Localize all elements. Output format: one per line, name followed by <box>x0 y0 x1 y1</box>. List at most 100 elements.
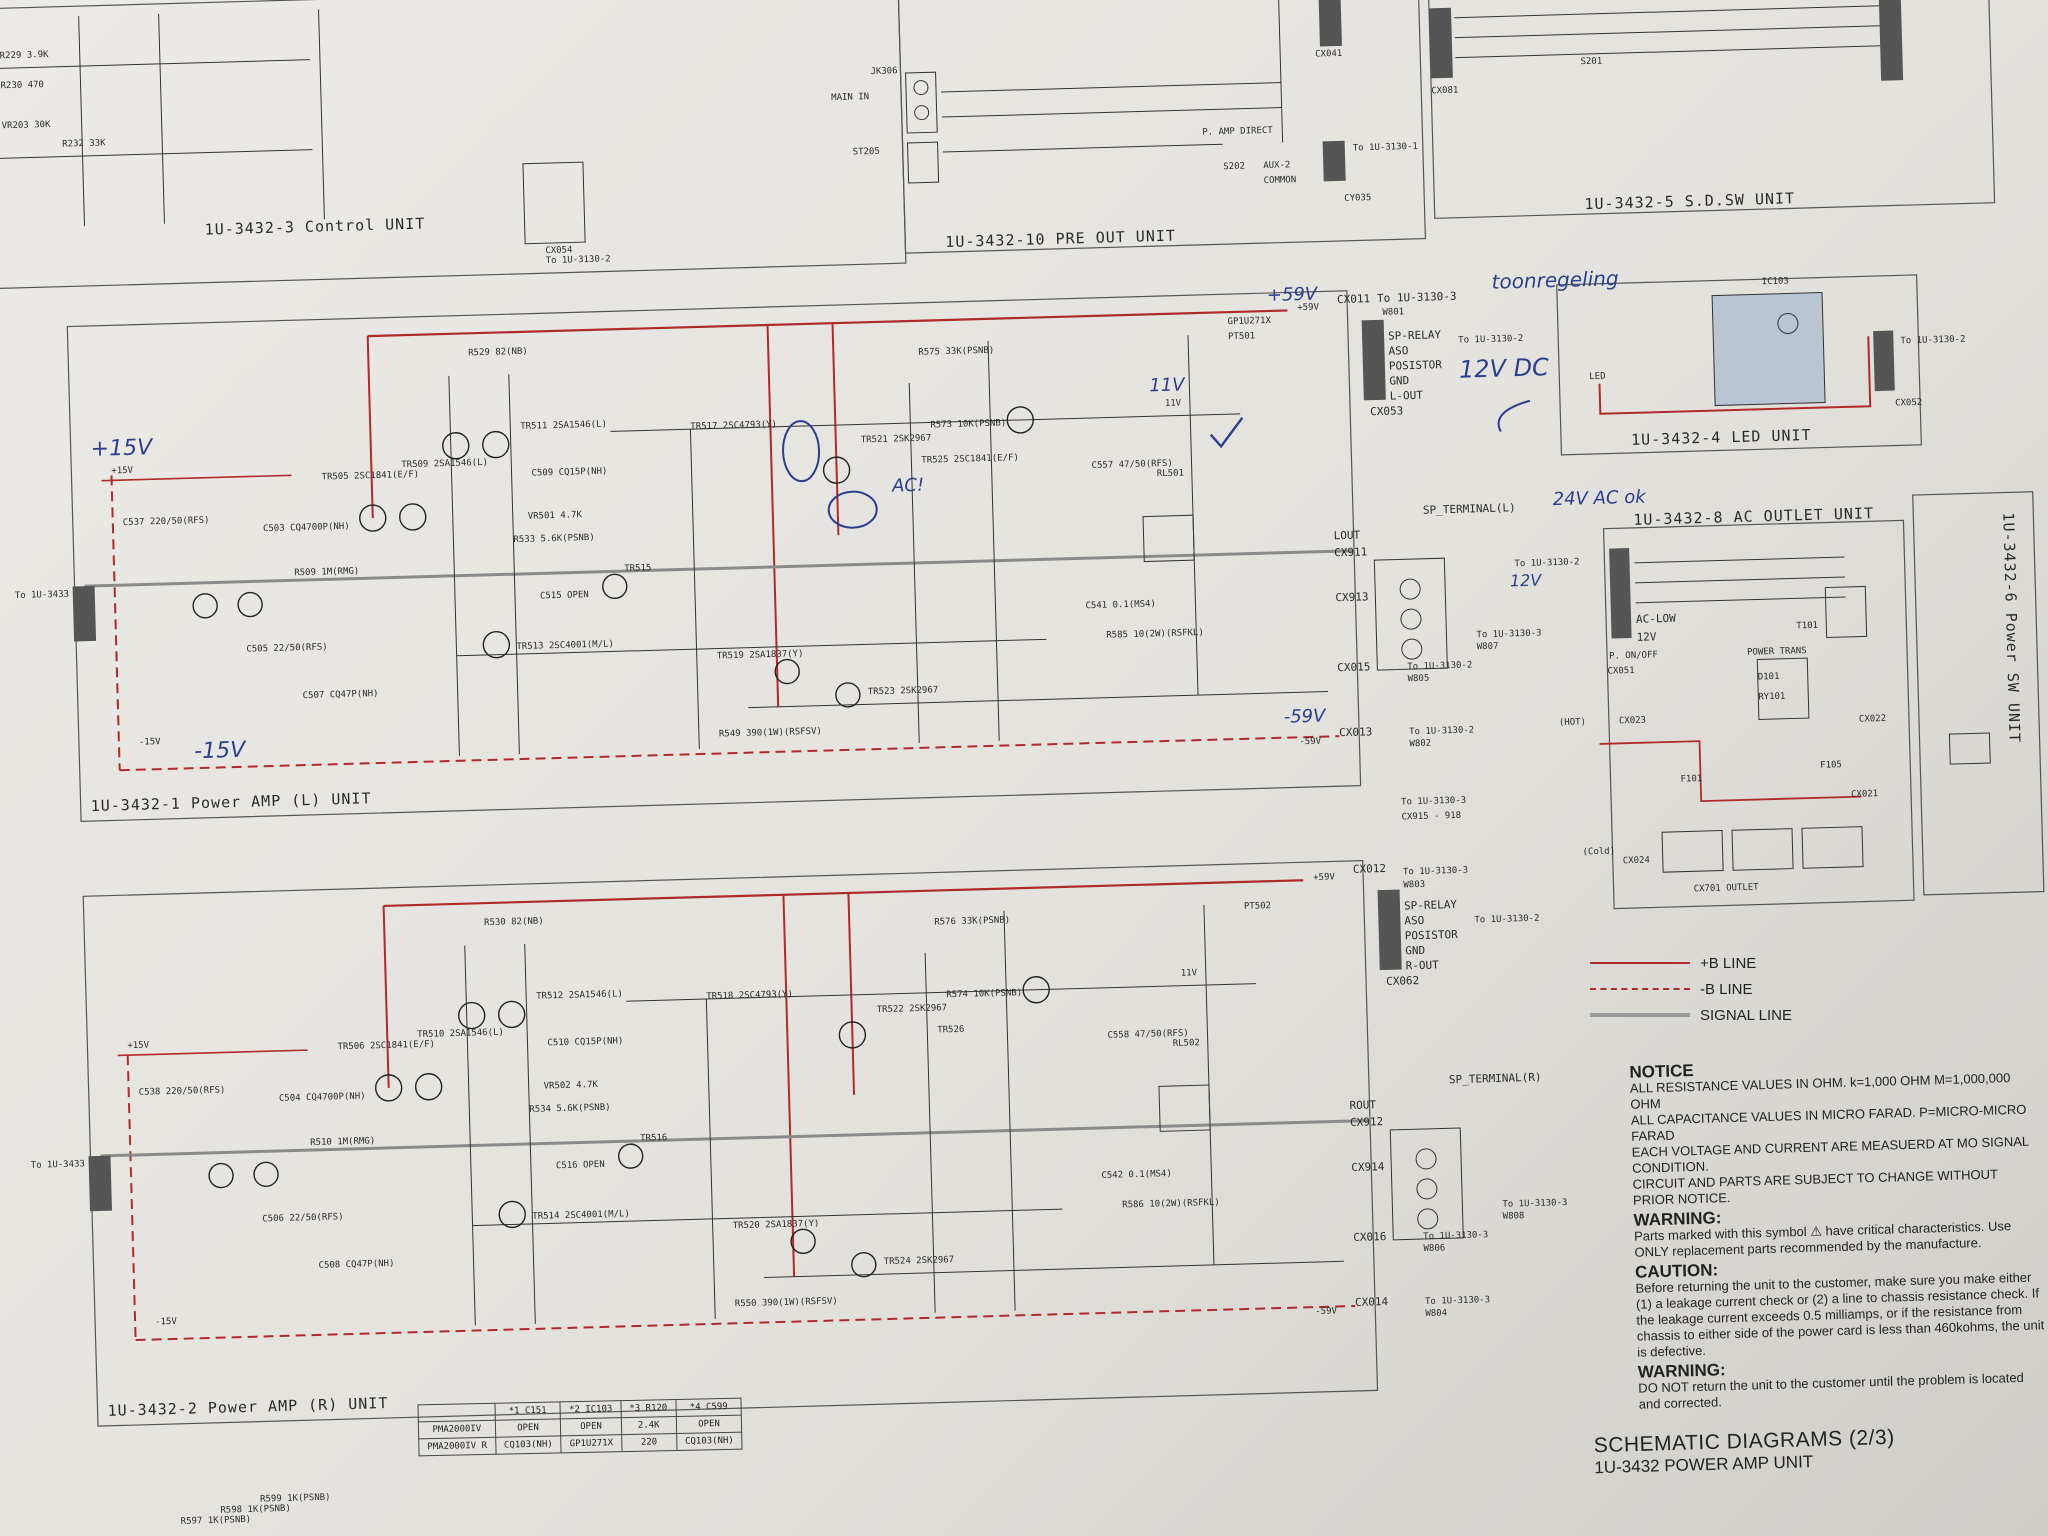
title-block: SCHEMATIC DIAGRAMS (2/3) 1U-3432 POWER A… <box>1593 1426 1895 1478</box>
svg-text:ASO: ASO <box>1404 914 1424 928</box>
svg-text:TR509 2SA1546(L): TR509 2SA1546(L) <box>401 458 488 470</box>
amp-l-component-labels: R529 82(NB) C509 CQ15P(NH) VR501 4.7K R5… <box>123 331 1256 740</box>
power-amp-r-label: 1U-3432-2 Power AMP (R) UNIT <box>107 1394 388 1420</box>
svg-text:R230 470: R230 470 <box>0 80 44 91</box>
svg-text:+15V: +15V <box>90 435 154 462</box>
svg-text:R586 10(2W)(RSFKL): R586 10(2W)(RSFKL) <box>1122 1198 1220 1211</box>
svg-text:W806: W806 <box>1423 1243 1445 1254</box>
svg-text:TR519 2SA1837(Y): TR519 2SA1837(Y) <box>717 649 804 661</box>
svg-text:R232 33K: R232 33K <box>62 138 106 149</box>
svg-text:CX021: CX021 <box>1851 789 1878 800</box>
svg-text:+15V: +15V <box>127 1041 150 1052</box>
svg-text:To 1U-3130-2: To 1U-3130-2 <box>1900 335 1965 347</box>
svg-text:LED: LED <box>1589 372 1606 382</box>
svg-text:LOUT: LOUT <box>1333 529 1360 543</box>
svg-text:AC-LOW: AC-LOW <box>1636 612 1676 626</box>
svg-text:TR506 2SC1841(E/F): TR506 2SC1841(E/F) <box>337 1040 435 1053</box>
svg-text:ROUT: ROUT <box>1349 1098 1376 1112</box>
amp-l-transistor-labels: TR509 2SA1546(L) TR511 2SA1546(L) TR517 … <box>321 420 1019 698</box>
svg-text:C516 OPEN: C516 OPEN <box>556 1160 605 1171</box>
svg-text:F105: F105 <box>1820 760 1842 771</box>
power-amp-l-block: 1U-3432-1 Power AMP (L) UNIT CX011 To 1U… <box>15 290 1542 822</box>
svg-text:(Cold): (Cold) <box>1582 847 1615 858</box>
svg-text:C537 220/50(RFS): C537 220/50(RFS) <box>123 516 210 528</box>
svg-text:To 1U-3130-3: To 1U-3130-3 <box>1403 866 1468 878</box>
svg-text:R598 1K(PSNB): R598 1K(PSNB) <box>220 1504 291 1516</box>
svg-text:CX012: CX012 <box>1353 862 1386 876</box>
svg-text:CX051: CX051 <box>1607 666 1634 677</box>
svg-text:To 1U-3433: To 1U-3433 <box>15 590 69 602</box>
svg-text:TR515: TR515 <box>624 563 651 574</box>
svg-text:POSISTOR: POSISTOR <box>1405 928 1459 942</box>
svg-text:C557 47/50(RFS): C557 47/50(RFS) <box>1091 459 1173 471</box>
pre-out-unit-block: MAIN IN JK306 ST205 P. AMP DIRECT S202 A… <box>831 0 1426 254</box>
bottom-parts: R597 1K(PSNB) R598 1K(PSNB) R599 1K(PSNB… <box>181 1493 331 1527</box>
svg-text:CX081: CX081 <box>1431 86 1458 97</box>
svg-text:TR517 2SC4793(Y): TR517 2SC4793(Y) <box>690 420 777 432</box>
svg-text:R229 3.9K: R229 3.9K <box>0 50 49 61</box>
control-unit-label: 1U-3432-3 Control UNIT <box>204 215 425 239</box>
svg-text:R-OUT: R-OUT <box>1405 958 1439 972</box>
svg-text:R529 82(NB): R529 82(NB) <box>468 347 528 359</box>
svg-text:RL501: RL501 <box>1157 468 1184 479</box>
svg-text:CX062: CX062 <box>1386 974 1419 988</box>
svg-text:ST205: ST205 <box>853 147 880 158</box>
svg-text:To 1U-3130-3: To 1U-3130-3 <box>1425 1295 1490 1307</box>
svg-text:W803: W803 <box>1403 880 1425 891</box>
svg-text:C503 CQ4700P(NH): C503 CQ4700P(NH) <box>263 522 350 534</box>
amp-r-component-labels: R530 82(NB) C510 CQ15P(NH) VR502 4.7K R5… <box>139 901 1272 1309</box>
svg-text:W808: W808 <box>1503 1211 1525 1222</box>
svg-text:CX022: CX022 <box>1859 714 1886 725</box>
svg-text:MAIN IN: MAIN IN <box>831 92 869 103</box>
svg-text:TR511 2SA1546(L): TR511 2SA1546(L) <box>520 420 607 432</box>
svg-text:CX915 - 918: CX915 - 918 <box>1401 811 1461 823</box>
svg-text:-59V: -59V <box>1283 706 1327 728</box>
svg-text:C538 220/50(RFS): C538 220/50(RFS) <box>139 1085 226 1097</box>
svg-text:P. ON/OFF: P. ON/OFF <box>1609 650 1658 661</box>
svg-text:-15V: -15V <box>139 737 162 748</box>
svg-text:S201: S201 <box>1580 57 1602 68</box>
svg-text:W805: W805 <box>1408 674 1430 685</box>
svg-text:SP_TERMINAL(R): SP_TERMINAL(R) <box>1449 1071 1542 1087</box>
svg-text:12V: 12V <box>1510 570 1543 590</box>
power-amp-l-label: 1U-3432-1 Power AMP (L) UNIT <box>90 789 371 815</box>
svg-text:TR514 2SC4001(M/L): TR514 2SC4001(M/L) <box>532 1209 630 1222</box>
svg-text:To 1U-3130-2: To 1U-3130-2 <box>1474 914 1539 926</box>
control-unit-block: 1U-3432-3 Control UNIT R229 3.9K R230 47… <box>0 0 907 290</box>
svg-text:R549 390(1W)(RSFSV): R549 390(1W)(RSFSV) <box>719 727 822 740</box>
pre-out-unit-label: 1U-3432-10 PRE OUT UNIT <box>945 227 1176 251</box>
svg-text:CX011: CX011 <box>1337 292 1370 306</box>
svg-text:R509 1M(RMG): R509 1M(RMG) <box>294 566 359 578</box>
svg-text:RL502: RL502 <box>1173 1038 1200 1049</box>
svg-text:GP1U271X: GP1U271X <box>1227 316 1271 327</box>
notes-block: NOTICE ALL RESISTANCE VALUES IN OHM. k=1… <box>1629 1049 2048 1412</box>
svg-text:SP-RELAY: SP-RELAY <box>1388 328 1442 342</box>
svg-text:C509 CQ15P(NH): C509 CQ15P(NH) <box>531 467 607 479</box>
svg-text:TR526: TR526 <box>937 1025 964 1036</box>
legend-item-b-minus: -B LINE <box>1590 976 1792 1002</box>
svg-text:C504 CQ4700P(NH): C504 CQ4700P(NH) <box>279 1092 366 1104</box>
svg-text:TR523 2SK2967: TR523 2SK2967 <box>868 685 939 697</box>
svg-text:+59V: +59V <box>1313 872 1336 883</box>
svg-text:TR510 2SA1546(L): TR510 2SA1546(L) <box>417 1028 504 1040</box>
svg-text:TR505 2SC1841(E/F): TR505 2SC1841(E/F) <box>321 470 419 483</box>
svg-text:F101: F101 <box>1680 774 1702 785</box>
svg-text:R585 10(2W)(RSFKL): R585 10(2W)(RSFKL) <box>1106 628 1204 641</box>
svg-text:CX014: CX014 <box>1355 1295 1389 1309</box>
led-unit-label: 1U-3432-4 LED UNIT <box>1631 426 1812 449</box>
svg-text:P. AMP DIRECT: P. AMP DIRECT <box>1202 126 1273 138</box>
svg-text:To 1U-3433: To 1U-3433 <box>31 1159 85 1171</box>
svg-text:To 1U-3130-2: To 1U-3130-2 <box>546 254 611 266</box>
ac-outlet-unit-block: AC-LOW 12V P. ON/OFF CX051 POWER TRANS T… <box>1401 504 1915 910</box>
svg-text:CX701 OUTLET: CX701 OUTLET <box>1694 883 1760 895</box>
svg-text:To 1U-3130-3: To 1U-3130-3 <box>1423 1230 1488 1242</box>
svg-text:TR522 2SK2967: TR522 2SK2967 <box>877 1003 948 1015</box>
svg-text:+59V: +59V <box>1297 303 1320 314</box>
svg-text:To 1U-3130-3: To 1U-3130-3 <box>1401 796 1466 808</box>
svg-text:TR525 2SC1841(E/F): TR525 2SC1841(E/F) <box>921 453 1019 466</box>
svg-text:R510 1M(RMG): R510 1M(RMG) <box>310 1136 375 1148</box>
svg-text:-15V: -15V <box>155 1317 178 1328</box>
svg-text:To 1U-3130-2: To 1U-3130-2 <box>1407 660 1472 672</box>
svg-text:R533 5.6K(PSNB): R533 5.6K(PSNB) <box>513 533 595 545</box>
